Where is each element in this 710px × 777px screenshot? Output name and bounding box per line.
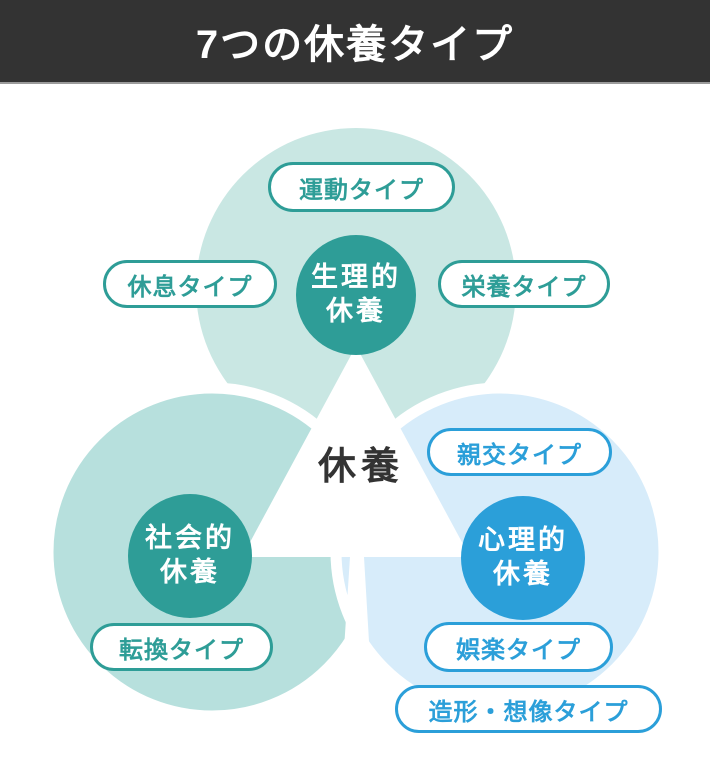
physiological-rest-circle — [296, 235, 416, 355]
psychological-rest-circle — [461, 496, 585, 620]
pill-exercise-type: 運動タイプ — [268, 162, 455, 212]
pill-friendship-type: 親交タイプ — [427, 428, 612, 476]
header-bar: 7つの休養タイプ — [0, 0, 710, 84]
pill-rest-type: 休息タイプ — [103, 260, 277, 308]
center-separator-triangle — [242, 346, 470, 726]
social-rest-circle — [128, 494, 252, 618]
pill-entertainment-type: 娯楽タイプ — [424, 622, 613, 672]
psychological-rest-label-line1: 心理的 — [478, 525, 568, 556]
social-rest-label: 社会的 休養 — [110, 510, 270, 602]
center-rest-label: 休養 — [317, 445, 404, 488]
page-title: 7つの休養タイプ — [195, 23, 515, 67]
physiological-rest-label-line2: 休養 — [326, 296, 386, 326]
physiological-rest-label: 生理的 休養 — [276, 249, 436, 341]
pill-nutrition-type: 栄養タイプ — [438, 260, 610, 308]
psychological-rest-label-line2: 休養 — [493, 559, 553, 589]
social-rest-label-line2: 休養 — [160, 557, 220, 587]
psychological-rest-label: 心理的 休養 — [443, 512, 603, 604]
physiological-rest-label-line1: 生理的 — [311, 262, 401, 293]
rest-types-venn-diagram: 生理的 休養 社会的 休養 心理的 休養 休養 運動タイプ 休息タイプ 栄養タイ… — [0, 84, 710, 777]
pill-creative-imagination-type: 造形・想像タイプ — [395, 685, 662, 733]
social-rest-label-line1: 社会的 — [145, 523, 235, 554]
pill-switching-type: 転換タイプ — [90, 623, 273, 671]
